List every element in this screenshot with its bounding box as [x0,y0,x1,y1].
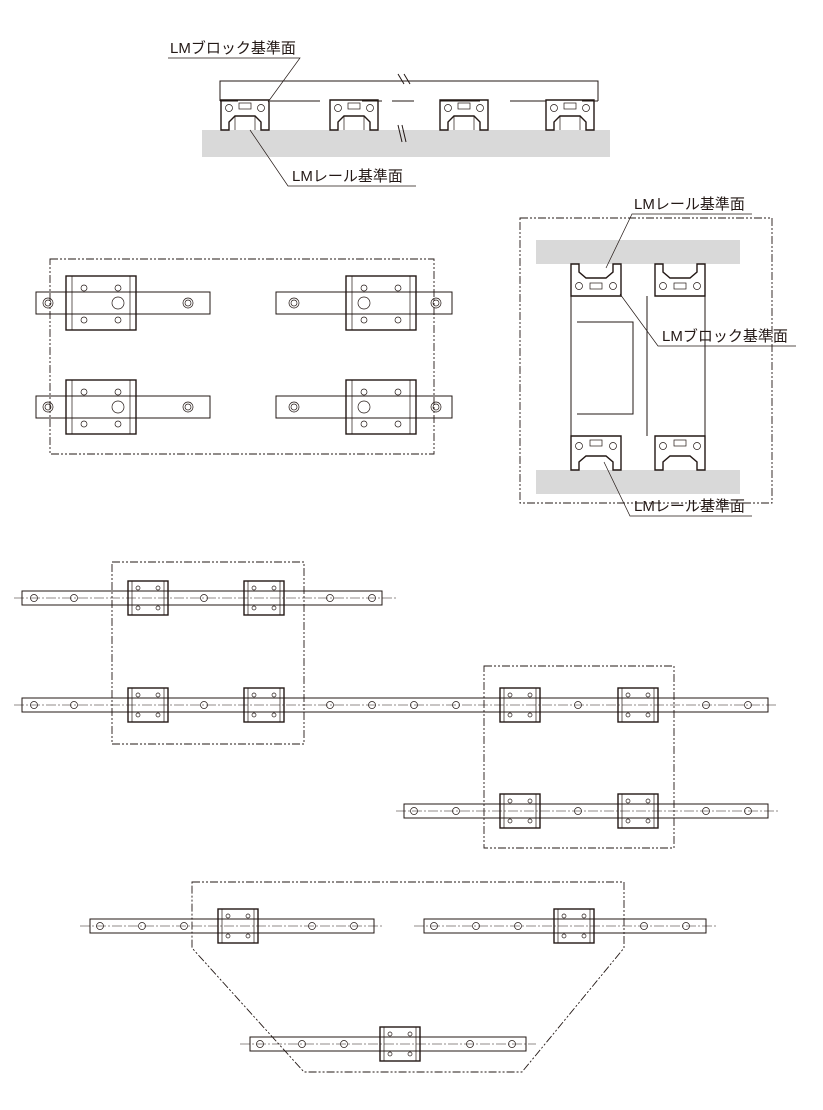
label-rail-ref-side-top: LMレール基準面 [634,196,745,213]
rail-2-block-4 [617,687,659,723]
three-rail-view [80,881,716,1073]
label-rail-ref-side-bottom: LMレール基準面 [634,498,745,515]
table-phantom-hexagon [191,881,625,1073]
ground-bottom [536,470,740,494]
rail-block-right-top [275,275,453,331]
side-section-view: LMレール基準面 LMブロック基準面 LMレール基準面 [519,196,796,517]
rail-5-block [553,908,595,944]
table-outline-phantom-side [519,217,773,504]
break-mark-upper [397,73,411,85]
label-block-ref-top: LMブロック基準面 [170,39,296,57]
table-phantom-left [111,561,305,745]
rail-2-block-3 [499,687,541,723]
rail-3-block-2 [617,793,659,829]
block-upper-left [570,263,622,297]
rail-6-block [379,1026,421,1062]
carriage-body [570,296,706,436]
rail-1-block-2 [243,580,285,616]
cross-section-four-blocks: LMブロック基準面 LMレール基準面 [168,39,610,187]
rail-1 [14,580,396,616]
block-lower-right [654,435,706,471]
rail-4-block [217,908,259,944]
rail-3 [396,793,778,829]
leader-rail-ref-side-top [605,213,752,269]
rail-6 [240,1026,536,1062]
ground-base [202,130,610,157]
rail-block-left-bottom [35,379,211,435]
ground-top [536,240,740,264]
rail-3-block-1 [499,793,541,829]
block-section-3 [439,99,489,131]
block-lower-left [570,435,622,471]
plan-view-four-blocks [35,258,453,455]
rail-2 [14,687,778,723]
block-section-2 [329,99,379,131]
rail-2-block-1 [127,687,169,723]
block-section-4 [545,99,595,131]
label-block-ref-side: LMブロック基準面 [662,327,788,345]
block-section-1 [220,99,270,131]
rail-5 [414,908,716,944]
table-phantom-right [483,665,675,849]
leader-block-ref-top [168,57,301,103]
label-rail-ref-top: LMレール基準面 [292,168,403,185]
leader-rail-ref-side-bottom [603,461,752,517]
break-mark-lower [397,124,407,143]
long-rail-view [14,561,778,849]
leader-rail-ref-top [249,129,416,187]
rail-2-block-2 [243,687,285,723]
block-upper-right [654,263,706,297]
table-outline-phantom [49,258,435,455]
table-outline [219,80,599,101]
rail-4 [80,908,384,944]
rail-block-right-bottom [275,379,453,435]
rail-1-block-1 [127,580,169,616]
rail-block-left-top [35,275,211,331]
leader-block-ref-side [619,293,796,347]
